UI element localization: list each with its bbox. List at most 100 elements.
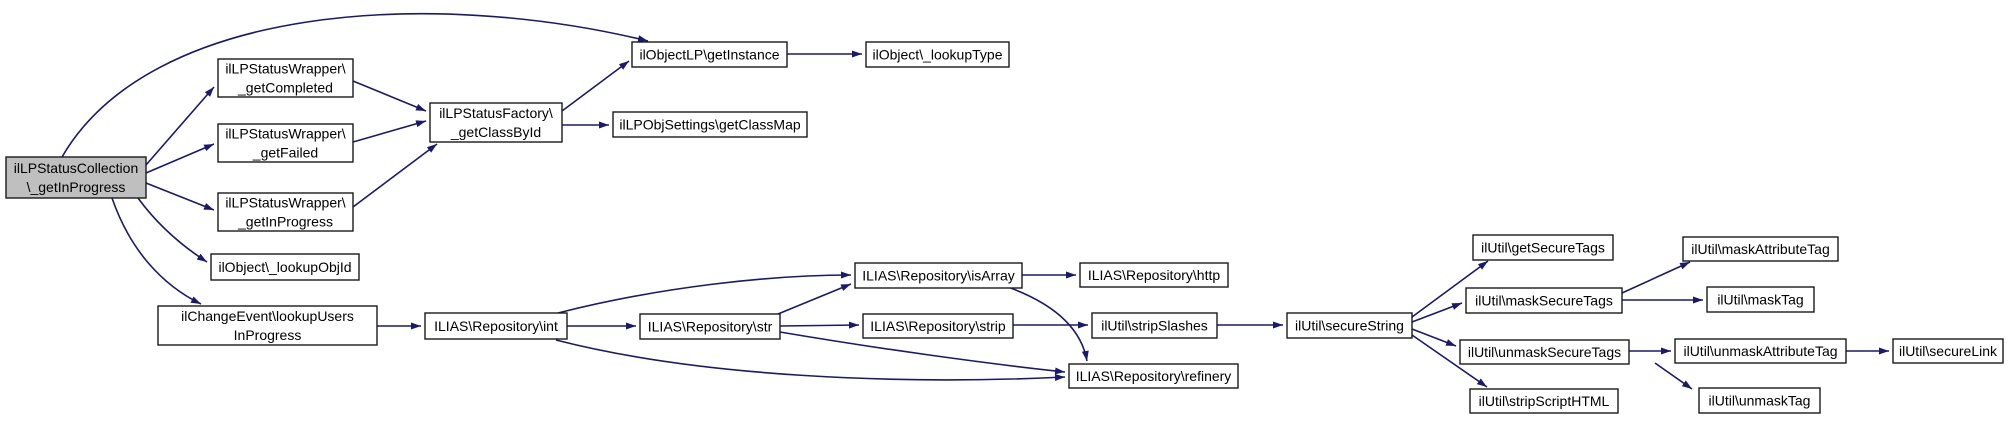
graph-node-box[interactable] [862, 313, 1014, 339]
graph-node-box[interactable] [1674, 338, 1847, 364]
graph-node-box[interactable] [210, 253, 360, 281]
graph-node-box[interactable] [612, 111, 808, 138]
graph-node-getClassMap[interactable]: ilLPObjSettings\getClassMap [612, 111, 808, 138]
graph-node-getInstance[interactable]: ilObjectLP\getInstance [631, 41, 788, 68]
graph-node-label: ILIAS\Repository\refinery [1076, 368, 1232, 384]
graph-node-repoStr[interactable]: ILIAS\Repository\str [639, 313, 781, 340]
graph-node-box[interactable] [1068, 363, 1239, 389]
graph-edge-secureString-to-stripScriptHTML [1411, 334, 1488, 388]
graph-node-unmaskSecureTags[interactable]: ilUtil\unmaskSecureTags [1459, 339, 1630, 365]
graph-edge-secureString-to-getSecureTags [1411, 260, 1489, 318]
graph-node-box[interactable] [854, 262, 1023, 289]
graph-edge-secureString-to-maskSecureTags [1411, 302, 1463, 323]
graph-node-label: ilUtil\unmaskSecureTags [1468, 344, 1621, 360]
graph-node-lookupType[interactable]: ilObject\_lookupType [865, 41, 1010, 68]
graph-node-box[interactable] [1682, 236, 1839, 262]
graph-node-refinery[interactable]: ILIAS\Repository\refinery [1068, 363, 1239, 389]
graph-node-box[interactable] [631, 41, 788, 68]
graph-node-getCompleted[interactable]: ilLPStatusWrapper\_getCompleted [217, 58, 354, 98]
graph-node-label: ilLPStatusFactory\_getClassById [439, 105, 553, 140]
graph-node-label: ilUtil\maskTag [1717, 292, 1803, 308]
graph-node-box[interactable] [1286, 312, 1413, 339]
graph-edge-maskSecureTags-to-maskAttributeTag [1621, 261, 1691, 294]
graph-node-box[interactable] [1469, 388, 1619, 414]
graph-node-box[interactable] [639, 313, 781, 340]
graph-node-box[interactable] [1706, 286, 1815, 313]
graph-node-label: ILIAS\Repository\strip [870, 318, 1006, 334]
graph-nodes-layer: ilLPStatusCollection\_getInProgress ilLPS… [5, 41, 2004, 414]
graph-node-strip[interactable]: ILIAS\Repository\strip [862, 313, 1014, 339]
graph-node-label: ilUtil\secureLink [1899, 343, 1998, 359]
graph-node-label: ilLPStatusWrapper\_getCompleted [225, 61, 345, 96]
graph-node-label: ILIAS\Repository\str [648, 319, 773, 335]
graph-node-label: ilUtil\maskSecureTags [1475, 293, 1613, 309]
graph-node-box[interactable] [865, 41, 1010, 68]
graph-edge-collection-to-lookupUsersInProgress [111, 197, 202, 305]
graph-node-box-highlighted[interactable] [5, 156, 147, 199]
graph-edge-repoStr-to-isArray [777, 283, 852, 315]
graph-node-box[interactable] [1892, 338, 2004, 364]
graph-node-box[interactable] [1459, 339, 1630, 365]
graph-node-label: ILIAS\Repository\int [434, 318, 558, 334]
graph-node-label: ilObject\_lookupType [873, 47, 1003, 63]
graph-node-label: ILIAS\Repository\http [1088, 267, 1221, 283]
graph-edge-getFailed-to-getClassById [352, 120, 427, 143]
graph-edge-collection-to-getInProgressWrapper [145, 182, 215, 211]
graph-edge-getInProgressWrapper-to-getClassById [352, 143, 438, 208]
graph-edges-layer [61, 12, 1889, 390]
graph-node-unmaskAttributeTag[interactable]: ilUtil\unmaskAttributeTag [1674, 338, 1847, 364]
graph-node-box[interactable] [217, 58, 354, 98]
graph-node-repoInt[interactable]: ILIAS\Repository\int [424, 312, 568, 340]
graph-node-stripScriptHTML[interactable]: ilUtil\stripScriptHTML [1469, 388, 1619, 414]
graph-node-box[interactable] [217, 192, 354, 232]
graph-node-label: ilUtil\maskAttributeTag [1691, 241, 1830, 257]
graph-edge-getClassById-to-getInstance [561, 60, 630, 112]
graph-node-box[interactable] [217, 123, 354, 163]
graph-node-box[interactable] [424, 312, 568, 340]
graph-node-box[interactable] [429, 102, 563, 143]
graph-node-getSecureTags[interactable]: ilUtil\getSecureTags [1472, 234, 1614, 261]
graph-node-http[interactable]: ILIAS\Repository\http [1079, 262, 1229, 288]
graph-edge-collection-to-getInstance [61, 12, 649, 158]
graph-node-lookupObjId[interactable]: ilObject\_lookupObjId [210, 253, 360, 281]
graph-node-getInProgressWrapper[interactable]: ilLPStatusWrapper\_getInProgress [217, 192, 354, 232]
graph-edge-repoInt-to-isArray [557, 271, 852, 314]
graph-node-maskSecureTags[interactable]: ilUtil\maskSecureTags [1465, 287, 1623, 314]
graph-edge-unmaskSecureTags-to-unmaskTag [1654, 362, 1693, 390]
graph-node-label: ilUtil\unmaskTag [1709, 393, 1811, 409]
graph-node-label: ILIAS\Repository\isArray [862, 268, 1015, 284]
graph-edge-isArray-to-refinery [1007, 286, 1089, 362]
graph-node-label: ilUtil\getSecureTags [1481, 240, 1605, 256]
graph-edge-repoStr-to-refinery [779, 331, 1066, 375]
graph-node-maskTag[interactable]: ilUtil\maskTag [1706, 286, 1815, 313]
graph-node-label: ilObject\_lookupObjId [218, 259, 351, 275]
graph-edge-collection-to-getFailed [145, 143, 215, 174]
graph-node-getFailed[interactable]: ilLPStatusWrapper\_getFailed [217, 123, 354, 163]
graph-node-label: ilLPStatusWrapper\_getFailed [225, 126, 345, 161]
graph-edge-repoInt-to-refinery [555, 339, 1066, 381]
graph-edge-collection-to-getCompleted [145, 86, 215, 166]
graph-node-label: ilUtil\stripScriptHTML [1479, 393, 1610, 409]
graph-node-box[interactable] [1465, 287, 1623, 314]
graph-node-maskAttributeTag[interactable]: ilUtil\maskAttributeTag [1682, 236, 1839, 262]
graph-node-label: ilObjectLP\getInstance [639, 47, 779, 63]
graph-node-stripSlashes[interactable]: ilUtil\stripSlashes [1091, 312, 1218, 339]
graph-edge-getCompleted-to-getClassById [352, 80, 427, 112]
graph-node-isArray[interactable]: ILIAS\Repository\isArray [854, 262, 1023, 289]
graph-node-secureString[interactable]: ilUtil\secureString [1286, 312, 1413, 339]
graph-edge-secureString-to-unmaskSecureTags [1411, 328, 1457, 347]
graph-node-box[interactable] [1091, 312, 1218, 339]
graph-node-secureLink[interactable]: ilUtil\secureLink [1892, 338, 2004, 364]
graph-node-box[interactable] [1472, 234, 1614, 261]
graph-node-box[interactable] [1698, 387, 1821, 414]
graph-node-getClassById[interactable]: ilLPStatusFactory\_getClassById [429, 102, 563, 143]
graph-node-label: ilUtil\stripSlashes [1101, 318, 1208, 334]
graph-node-box[interactable] [1079, 262, 1229, 288]
graph-node-unmaskTag[interactable]: ilUtil\unmaskTag [1698, 387, 1821, 414]
graph-edge-repoStr-to-strip [779, 321, 860, 329]
graph-node-box[interactable] [157, 305, 378, 346]
graph-node-collection[interactable]: ilLPStatusCollection\_getInProgress [5, 156, 147, 199]
